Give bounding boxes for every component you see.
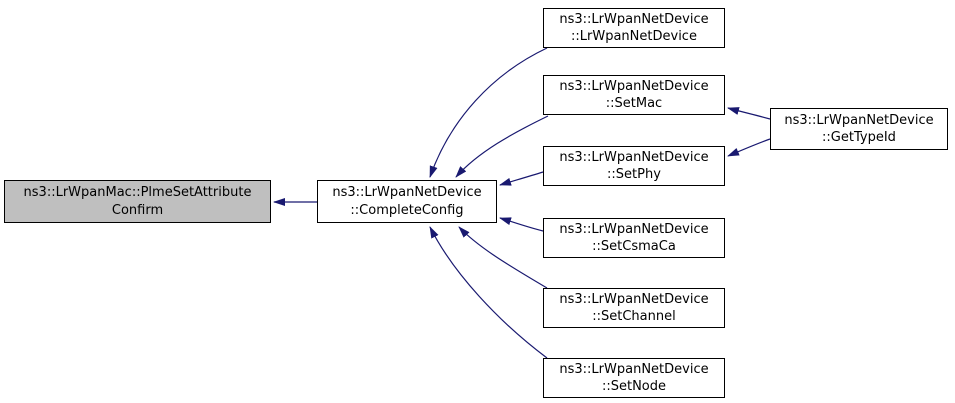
node-get-type-id[interactable]: ns3::LrWpanNetDevice ::GetTypeId (770, 108, 948, 150)
edge-gettypeid-to-setphy (727, 138, 771, 157)
edge-setcsmaca-to-completeconfig (499, 217, 544, 232)
edge-ctor-to-completeconfig (429, 47, 548, 178)
edge-setmac-to-completeconfig (455, 115, 549, 178)
node-plme-set-attribute-confirm[interactable]: ns3::LrWpanMac::PlmeSetAttribute Confirm (4, 180, 271, 223)
node-lrwpan-net-device-constructor[interactable]: ns3::LrWpanNetDevice ::LrWpanNetDevice (543, 8, 725, 48)
node-set-node[interactable]: ns3::LrWpanNetDevice ::SetNode (543, 358, 725, 398)
edge-setchannel-to-completeconfig (458, 226, 548, 289)
node-complete-config[interactable]: ns3::LrWpanNetDevice ::CompleteConfig (317, 180, 497, 223)
edge-gettypeid-to-setmac (727, 107, 771, 120)
edge-setnode-to-completeconfig (429, 226, 548, 359)
edge-setphy-to-completeconfig (499, 171, 544, 186)
node-set-mac[interactable]: ns3::LrWpanNetDevice ::SetMac (543, 75, 725, 115)
node-set-csma-ca[interactable]: ns3::LrWpanNetDevice ::SetCsmaCa (543, 218, 725, 258)
node-set-phy[interactable]: ns3::LrWpanNetDevice ::SetPhy (543, 146, 725, 186)
node-set-channel[interactable]: ns3::LrWpanNetDevice ::SetChannel (543, 288, 725, 328)
